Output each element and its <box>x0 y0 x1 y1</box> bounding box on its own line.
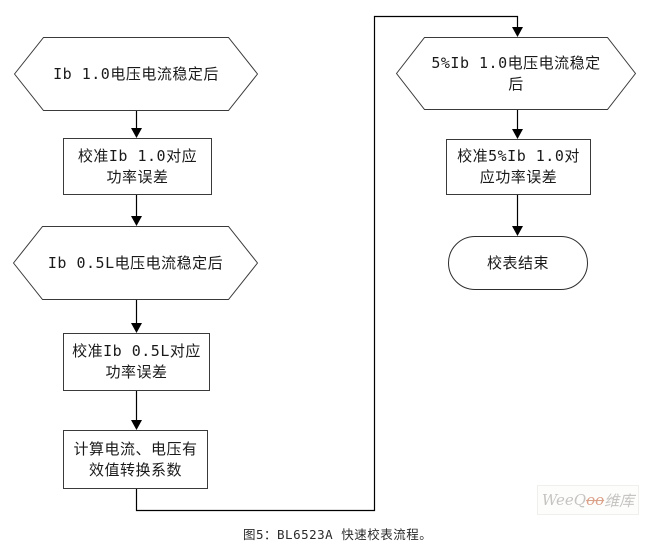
flow-node-ib05l-stable-hexagon: Ib 0.5L电压电流稳定后 <box>13 226 258 300</box>
flow-node-calibration-end-terminator: 校表结束 <box>448 236 588 290</box>
label-line: 校准Ib 0.5L对应 <box>72 342 201 360</box>
flow-node-label: 计算电流、电压有 效值转换系数 <box>64 431 207 488</box>
label-line: 后 <box>508 74 524 93</box>
hexagon-shape <box>13 226 258 300</box>
flow-node-label: 校准Ib 1.0对应 功率误差 <box>64 139 211 194</box>
arrowhead-into-end <box>512 226 523 236</box>
arrowhead-into-rect3 <box>131 420 142 430</box>
label-line: 5%Ib 1.0电压电流稳定 <box>431 53 601 72</box>
flow-node-calibrate-ib10-process: 校准Ib 1.0对应 功率误差 <box>63 138 212 195</box>
watermark-text-prefix: WeeQ <box>541 491 587 509</box>
label-line: 应功率误差 <box>479 168 558 186</box>
hexagon-shape <box>396 37 636 110</box>
flow-node-label: Ib 1.0电压电流稳定后 <box>14 37 258 111</box>
label-line: Ib 1.0电压电流稳定后 <box>53 64 219 83</box>
flow-node-label: 校准Ib 0.5L对应 功率误差 <box>64 334 209 390</box>
arrowhead-into-hex2 <box>131 216 142 226</box>
label-line: 校表结束 <box>486 253 549 272</box>
flow-node-ib10-stable-hexagon: Ib 1.0电压电流稳定后 <box>14 37 258 111</box>
flow-node-5pct-ib10-stable-hexagon: 5%Ib 1.0电压电流稳定 后 <box>396 37 636 110</box>
flow-node-label: 5%Ib 1.0电压电流稳定 后 <box>396 37 636 110</box>
arrowhead-into-rect4 <box>512 129 523 139</box>
label-line: 效值转换系数 <box>88 460 182 479</box>
arrowhead-into-rect1 <box>131 128 142 138</box>
hexagon-shape <box>14 37 258 111</box>
label-line: 校准5%Ib 1.0对 <box>457 147 580 165</box>
arrowhead-into-hex3 <box>512 27 523 37</box>
flow-node-calibrate-ib05l-process: 校准Ib 0.5L对应 功率误差 <box>63 333 210 391</box>
flow-node-calibrate-5pct-ib10-process: 校准5%Ib 1.0对 应功率误差 <box>446 139 591 195</box>
figure-caption: 图5：BL6523A 快速校表流程。 <box>243 527 433 542</box>
flow-node-label: Ib 0.5L电压电流稳定后 <box>13 226 258 300</box>
label-line: Ib 0.5L电压电流稳定后 <box>47 253 224 272</box>
arrowhead-into-rect2 <box>131 323 142 333</box>
label-line: 功率误差 <box>106 167 169 186</box>
label-line: 功率误差 <box>105 363 168 381</box>
watermark-text-suffix: 维库 <box>604 491 635 510</box>
watermark-text-accent: oo <box>586 491 605 509</box>
flow-node-label: 校准5%Ib 1.0对 应功率误差 <box>447 140 590 194</box>
label-line: 校准Ib 1.0对应 <box>77 146 198 165</box>
flow-node-label: 校表结束 <box>449 237 587 289</box>
label-line: 计算电流、电压有 <box>73 439 198 458</box>
flow-node-compute-rms-coefficients-process: 计算电流、电压有 效值转换系数 <box>63 430 208 489</box>
